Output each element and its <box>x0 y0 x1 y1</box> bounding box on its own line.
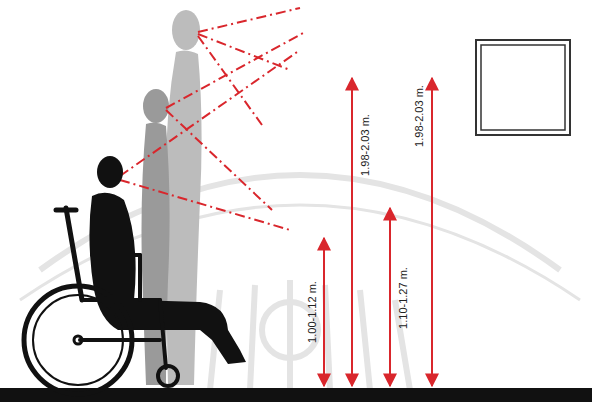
dimension-arrow <box>389 208 391 386</box>
sightline <box>120 8 305 230</box>
dimension-arrow <box>323 238 325 386</box>
dimension-arrow <box>351 78 353 386</box>
dimension-label: 1.10-1.27 m. <box>397 267 409 329</box>
wheelchair-user <box>24 156 246 394</box>
dimension-arrows <box>324 78 432 386</box>
dimension-arrow <box>431 78 433 386</box>
dimension-label: 1.98-2.03 m. <box>359 114 371 176</box>
dimension-label: 1.00-1.12 m. <box>306 281 318 343</box>
dimension-label: 1.98-2.03 m. <box>413 85 425 147</box>
picture-frame <box>476 40 570 135</box>
watermark <box>20 175 580 390</box>
